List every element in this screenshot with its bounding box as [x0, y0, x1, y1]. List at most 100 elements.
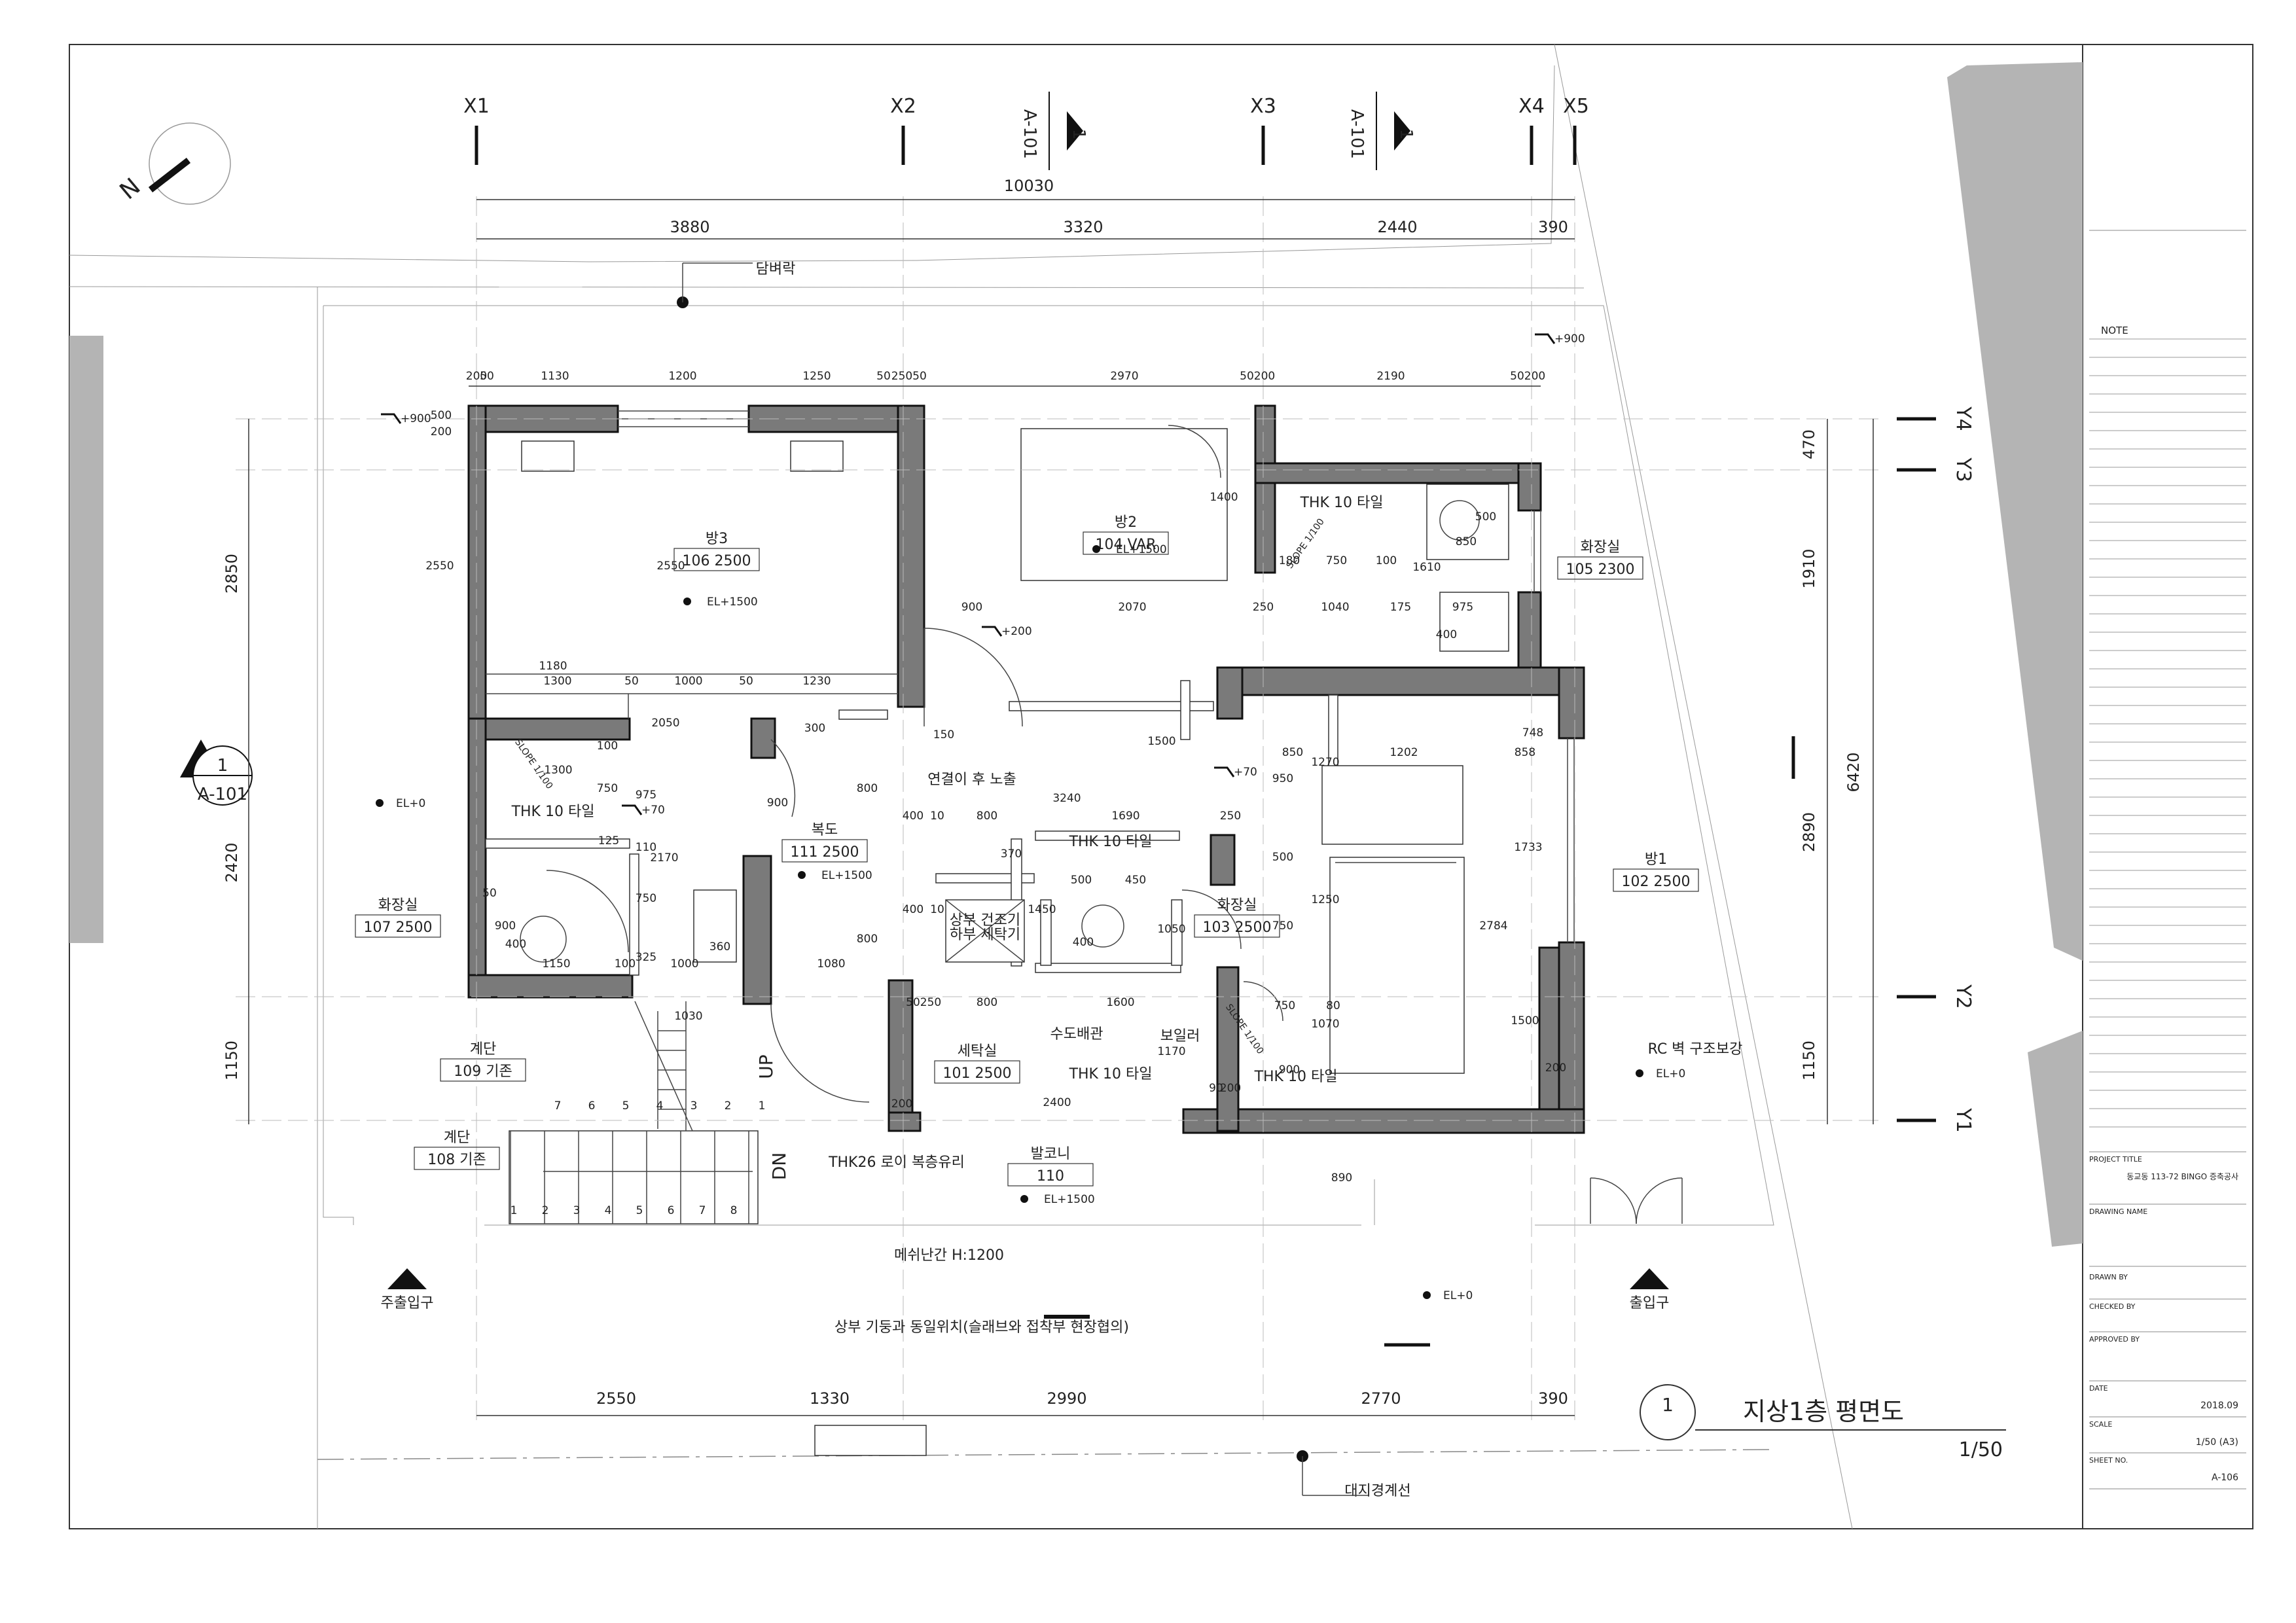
north-arrow-label: N: [115, 173, 146, 205]
dim-misc-46: 250: [920, 996, 941, 1009]
room-level-104: EL+1500: [1116, 543, 1167, 556]
dim-misc-88: 300: [804, 722, 825, 735]
site-line-right: [1554, 44, 1853, 1529]
dim-misc-18: 1180: [539, 660, 567, 673]
dim-misc-50: 80: [1326, 999, 1340, 1012]
dim-right-0: 470: [1800, 429, 1818, 459]
room-code-111: 111 2500: [791, 844, 859, 861]
stair-number-top-3: 4: [656, 1099, 664, 1113]
dim-inner-top-13: 200: [1524, 370, 1545, 383]
dim-misc-23: 1230: [802, 675, 831, 688]
entrance-label-0: 주출입구: [381, 1295, 434, 1311]
stair-number-bottom-4: 5: [636, 1204, 643, 1217]
dim-misc-61: 1733: [1514, 841, 1542, 854]
room-level-symbol-106: [683, 597, 691, 605]
dim-inner-top-6: 250: [891, 370, 912, 383]
room-name-110: 발코니: [1031, 1146, 1071, 1162]
dim-inner-top-11: 2190: [1376, 370, 1405, 383]
tb-drawn-by-label: DRAWN BY: [2089, 1273, 2128, 1281]
stair-number-bottom-2: 3: [573, 1204, 581, 1217]
dim-right-3: 1150: [1800, 1041, 1818, 1080]
grid-label-x3: X3: [1250, 95, 1276, 118]
level-symbol-1: [1636, 1069, 1643, 1077]
room-code-box-106: [673, 548, 760, 571]
dim-misc-37: 1050: [1157, 923, 1185, 936]
drawing-title-number: 1: [1662, 1394, 1674, 1416]
site-line-top: [69, 65, 1555, 262]
tb-approved-by-label: APPROVED BY: [2089, 1335, 2140, 1344]
room-code-box-104: [1083, 531, 1169, 555]
dim-misc-36: 1450: [1028, 903, 1056, 916]
stair-number-bottom-3: 4: [605, 1204, 612, 1217]
dim-misc-65: 950: [1272, 772, 1293, 785]
dim-bottom-3: 2770: [1361, 1389, 1401, 1408]
dim-misc-15: 500: [1475, 510, 1496, 524]
note-12: THK26 로이 복층유리: [828, 1154, 965, 1171]
note-5: THK 10 타일: [1254, 1069, 1338, 1085]
dim-misc-84: 1170: [1157, 1045, 1185, 1058]
stair-number-bottom-5: 6: [668, 1204, 675, 1217]
dim-misc-76: 750: [597, 782, 618, 795]
dim-misc-9: 975: [1452, 601, 1473, 614]
dim-misc-86: 2050: [651, 717, 679, 730]
grid-label-x1: X1: [463, 95, 490, 118]
dim-misc-2: 2550: [425, 560, 454, 573]
dim-misc-83: 400: [1073, 936, 1094, 949]
dim-misc-66: 500: [1272, 851, 1293, 864]
dim-misc-52: 2400: [1043, 1096, 1071, 1109]
dim-misc-58: 1202: [1390, 746, 1418, 759]
title-block: NOTE PROJECT TITLE 동교동 113-72 BINGO 증축공사…: [2089, 230, 2246, 1489]
dim-misc-56: 200: [1545, 1061, 1566, 1075]
tb-scale: 1/50 (A3): [2196, 1437, 2238, 1448]
room-code-box-107: [355, 914, 441, 938]
dim-inner-top-4: 1250: [802, 370, 831, 383]
boundary-line: [317, 1449, 1771, 1460]
dim-misc-53: 200: [891, 1097, 912, 1111]
note-8: 하부 세탁기: [950, 927, 1020, 943]
stair-109: [509, 1001, 759, 1224]
road-name-box: [814, 1425, 927, 1456]
dim-right-total: 6420: [1844, 752, 1863, 792]
room-code-101: 101 2500: [943, 1065, 1012, 1082]
stair-break-line: [634, 1001, 693, 1132]
room-code-106: 106 2500: [683, 553, 751, 569]
dim-top-total: 10030: [1004, 177, 1054, 195]
dim-misc-39: 100: [615, 957, 636, 971]
dim-misc-27: 400: [903, 810, 924, 823]
dim-inner-top-5: 50: [876, 370, 891, 383]
room-code-box-101: [934, 1060, 1020, 1084]
dim-misc-20: 50: [624, 675, 639, 688]
dim-misc-55: 200: [1220, 1082, 1241, 1095]
room-code-102: 102 2500: [1622, 874, 1691, 890]
dim-inner-top-0: 200: [466, 370, 487, 383]
grid-label-x5: X5: [1563, 95, 1589, 118]
dim-misc-14: 1610: [1412, 561, 1441, 574]
section-marker-top-1: 1 A-101: [1020, 92, 1088, 170]
dim-misc-41: 1080: [817, 957, 845, 971]
section-marker-left: 1 A-101: [180, 740, 253, 806]
drawing-title: 1 지상1층 평면도 1/50: [1640, 1384, 2006, 1461]
room-name-101: 세탁실: [958, 1043, 997, 1060]
dim-misc-57: 850: [1282, 746, 1303, 759]
dim-misc-80: 50: [482, 887, 497, 900]
dim-misc-73: 750: [636, 892, 656, 905]
room-level-111: EL+1500: [821, 869, 872, 882]
dim-misc-42: 400: [505, 938, 526, 951]
room-code-box-103: [1194, 914, 1280, 938]
dim-misc-87: 100: [597, 740, 618, 753]
room-code-box-108: [414, 1147, 500, 1170]
dim-misc-71: 900: [767, 796, 788, 810]
dim-top-3: 390: [1538, 218, 1568, 236]
level-symbol-7: [381, 413, 402, 424]
level-marks: EL+0EL+0EL+0+200+70+70+900+900: [376, 332, 1685, 1302]
dim-misc-70: 800: [857, 782, 878, 795]
tb-checked-by-label: CHECKED BY: [2089, 1302, 2136, 1311]
dim-left-1: 2420: [223, 842, 241, 882]
section-marker-top-1-number: 1: [1069, 129, 1088, 140]
